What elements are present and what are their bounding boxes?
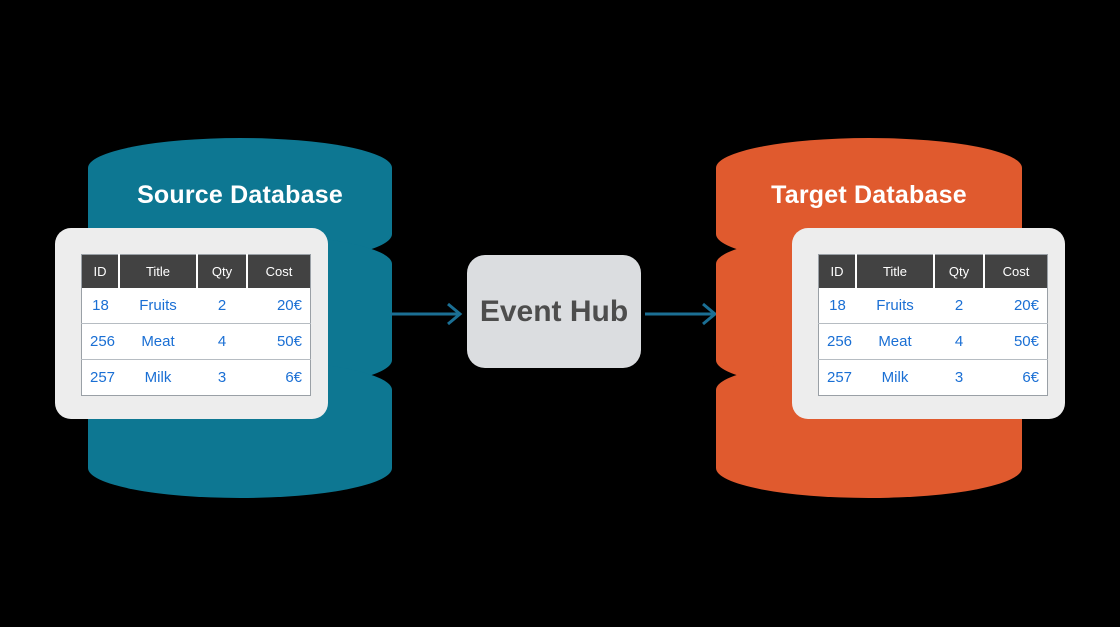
cell-qty: 3 [197,359,247,396]
target-data-table: ID Title Qty Cost 18 Fruits 2 20€ 256 Me… [818,254,1048,396]
cell-qty: 2 [197,288,247,324]
column-header-id: ID [81,254,120,288]
column-header-cost: Cost [247,254,311,288]
cell-id: 256 [81,323,119,360]
cell-id: 256 [818,323,856,360]
cell-id: 18 [818,288,856,324]
cell-cost: 50€ [247,323,311,360]
table-row: 257 Milk 3 6€ [818,359,1048,396]
target-data-card: ID Title Qty Cost 18 Fruits 2 20€ 256 Me… [792,228,1065,419]
arrowhead-icon [702,302,718,326]
cell-id: 257 [81,359,119,396]
column-header-title: Title [856,254,935,288]
cell-qty: 4 [934,323,984,360]
source-data-table: ID Title Qty Cost 18 Fruits 2 20€ 256 Me… [81,254,311,396]
event-hub-node[interactable]: Event Hub [467,255,641,368]
arrowhead-icon [447,302,463,326]
cell-title: Meat [119,323,197,360]
column-header-cost: Cost [984,254,1048,288]
event-hub-label: Event Hub [479,294,629,328]
table-row: 18 Fruits 2 20€ [81,288,311,324]
cell-qty: 3 [934,359,984,396]
cell-title: Fruits [119,288,197,324]
table-header-row: ID Title Qty Cost [818,254,1048,288]
arrow-source-to-hub [390,301,470,327]
arrow-hub-to-target [645,301,725,327]
cell-cost: 50€ [984,323,1048,360]
cell-qty: 2 [934,288,984,324]
cell-qty: 4 [197,323,247,360]
table-row: 18 Fruits 2 20€ [818,288,1048,324]
cell-cost: 6€ [247,359,311,396]
cell-title: Milk [856,359,934,396]
column-header-qty: Qty [197,254,248,288]
cell-title: Meat [856,323,934,360]
column-header-id: ID [818,254,857,288]
cell-id: 257 [818,359,856,396]
table-row: 257 Milk 3 6€ [81,359,311,396]
table-row: 256 Meat 4 50€ [81,323,311,360]
column-header-qty: Qty [934,254,985,288]
cell-cost: 20€ [984,288,1048,324]
table-row: 256 Meat 4 50€ [818,323,1048,360]
cell-cost: 20€ [247,288,311,324]
cell-cost: 6€ [984,359,1048,396]
table-header-row: ID Title Qty Cost [81,254,311,288]
column-header-title: Title [119,254,198,288]
cell-title: Fruits [856,288,934,324]
cell-id: 18 [81,288,119,324]
source-data-card: ID Title Qty Cost 18 Fruits 2 20€ 256 Me… [55,228,328,419]
cell-title: Milk [119,359,197,396]
